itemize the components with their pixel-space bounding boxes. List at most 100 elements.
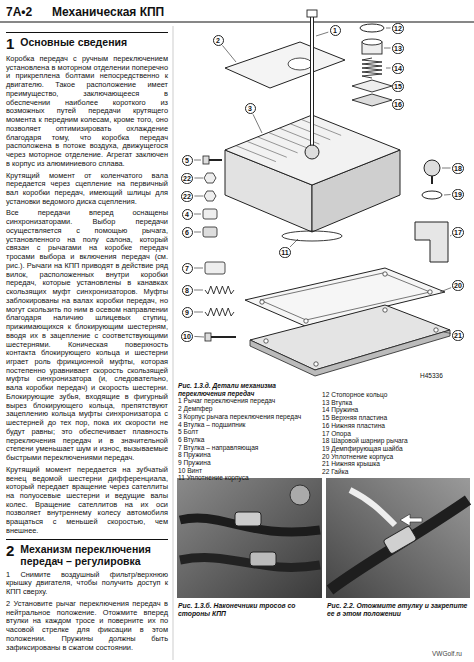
body-paragraph: Коробка передач с ручным переключением у… <box>6 55 168 169</box>
retaining-ring <box>360 24 384 32</box>
section-title: Механизм переключения передач – регулиро… <box>20 543 168 567</box>
figure-code: H45336 <box>420 372 443 379</box>
callout-text: 18 <box>454 165 462 172</box>
leader-line <box>194 196 203 197</box>
legend-item: 8 Пружина <box>178 451 320 459</box>
cover-rim <box>250 330 450 376</box>
callout-number: 22 <box>181 173 193 184</box>
leader-line <box>390 100 391 102</box>
legend-item: 20 Уплотнение корпуса <box>322 453 470 461</box>
callout-number: 22 <box>181 191 193 202</box>
legend-item: 11 Уплотнение корпуса <box>178 474 320 482</box>
spring <box>205 286 234 294</box>
direction-arrow <box>400 514 422 526</box>
callout-number: 7 <box>182 263 193 274</box>
bolt-shank <box>209 159 222 161</box>
leader-line <box>386 68 391 69</box>
bushing <box>203 227 217 237</box>
callout-number: 6 <box>182 227 193 238</box>
leader-line <box>316 32 328 36</box>
leader-line <box>450 235 451 237</box>
lever-cap <box>307 10 317 17</box>
callout-text: 6 <box>185 229 189 236</box>
legend-item: 15 Верхняя пластина <box>322 414 470 422</box>
rib <box>269 133 309 149</box>
body-paragraph: Все передачи вперед оснащены синхронизат… <box>6 209 168 462</box>
callout-text: 19 <box>454 191 462 198</box>
callout-number: 11 <box>279 247 290 258</box>
bolt-head <box>203 156 209 164</box>
cable <box>330 500 468 590</box>
callout-text: 7 <box>185 265 189 272</box>
callout-number: 2 <box>213 35 224 46</box>
lower-plate <box>352 94 392 106</box>
spring <box>205 308 234 316</box>
top-gasket <box>225 42 345 88</box>
legend-item: 7 Втулка – направляющая <box>178 444 320 452</box>
leader-line <box>194 160 201 161</box>
bearing-bushing <box>203 209 217 219</box>
leader-line <box>194 336 204 338</box>
callout-number: 8 <box>182 285 193 296</box>
legend-item: 16 Нижняя пластина <box>322 422 470 430</box>
callout-text: 14 <box>394 65 402 72</box>
legend-item: 6 Втулка <box>178 436 320 444</box>
nut <box>204 191 216 201</box>
sleeve <box>383 526 417 555</box>
leader-line <box>290 239 298 247</box>
hand <box>350 490 395 525</box>
ball-stem <box>431 176 433 184</box>
callout-text: 2 <box>216 37 220 44</box>
lever-ball <box>305 145 319 159</box>
callout-number: 14 <box>392 63 404 74</box>
leader-line <box>194 290 203 291</box>
legend-item: 1 Рычаг переключения передач <box>178 397 320 405</box>
callout-text: 12 <box>394 25 402 32</box>
page-number: 7A•2 <box>6 5 32 19</box>
callout-text: 22 <box>183 175 191 182</box>
leader-line <box>386 28 391 29</box>
legend-item: 14 Пружина <box>322 406 470 414</box>
callout-number: 4 <box>182 209 193 220</box>
callout-number: 10 <box>181 331 193 342</box>
parts-legend: 12 Стопорное кольцо13 Втулка14 Пружина15… <box>322 391 470 476</box>
lever-rod-highlight <box>311 14 313 150</box>
rib <box>258 137 298 153</box>
callout-number: 13 <box>392 43 404 54</box>
column-rule <box>173 26 174 660</box>
damper-washer <box>422 191 442 199</box>
callout-text: 16 <box>394 101 402 108</box>
callout-number: 1 <box>330 25 341 36</box>
leader-line <box>194 312 203 313</box>
callout-text: 21 <box>454 332 462 339</box>
bolt-hole <box>260 300 264 304</box>
callout-text: 10 <box>183 333 191 340</box>
photo-caption: Рис. 2.2. Отожмите втулку и закрепите ее… <box>327 602 470 618</box>
legend-item: 22 Гайка <box>322 468 470 476</box>
callout-text: 11 <box>281 249 288 256</box>
legend-item: 12 Стопорное кольцо <box>322 391 470 399</box>
section-heading: 2Механизм переключения передач – регулир… <box>6 539 168 567</box>
legend-item: 2 Демпфер <box>178 405 320 413</box>
leader-line <box>253 114 262 133</box>
body-paragraph: 2 Установите рычаг переключения передач … <box>6 600 168 652</box>
lever-end <box>290 485 310 505</box>
legend-item: 5 Болт <box>178 428 320 436</box>
leader-line <box>194 178 203 179</box>
bolt-hole <box>434 328 438 332</box>
screw-head <box>205 333 211 341</box>
bolt-hole <box>314 362 318 366</box>
guide-bushing <box>205 262 225 274</box>
photo-caption: Рис. 1.3.б. Наконечники тросов со сторон… <box>178 602 321 618</box>
ball-joint <box>424 160 440 176</box>
callout-text: 17 <box>454 229 462 236</box>
callout-text: 8 <box>185 287 189 294</box>
callout-text: 5 <box>185 157 189 164</box>
text-column: 1Основные сведенияКоробка передач с ручн… <box>6 30 168 655</box>
rib <box>301 119 341 135</box>
lever-rod <box>310 14 314 150</box>
section-heading: 1Основные сведения <box>6 32 168 51</box>
bolt-holes <box>260 272 438 366</box>
callout-number: 15 <box>392 81 404 92</box>
leader-line <box>440 288 451 292</box>
